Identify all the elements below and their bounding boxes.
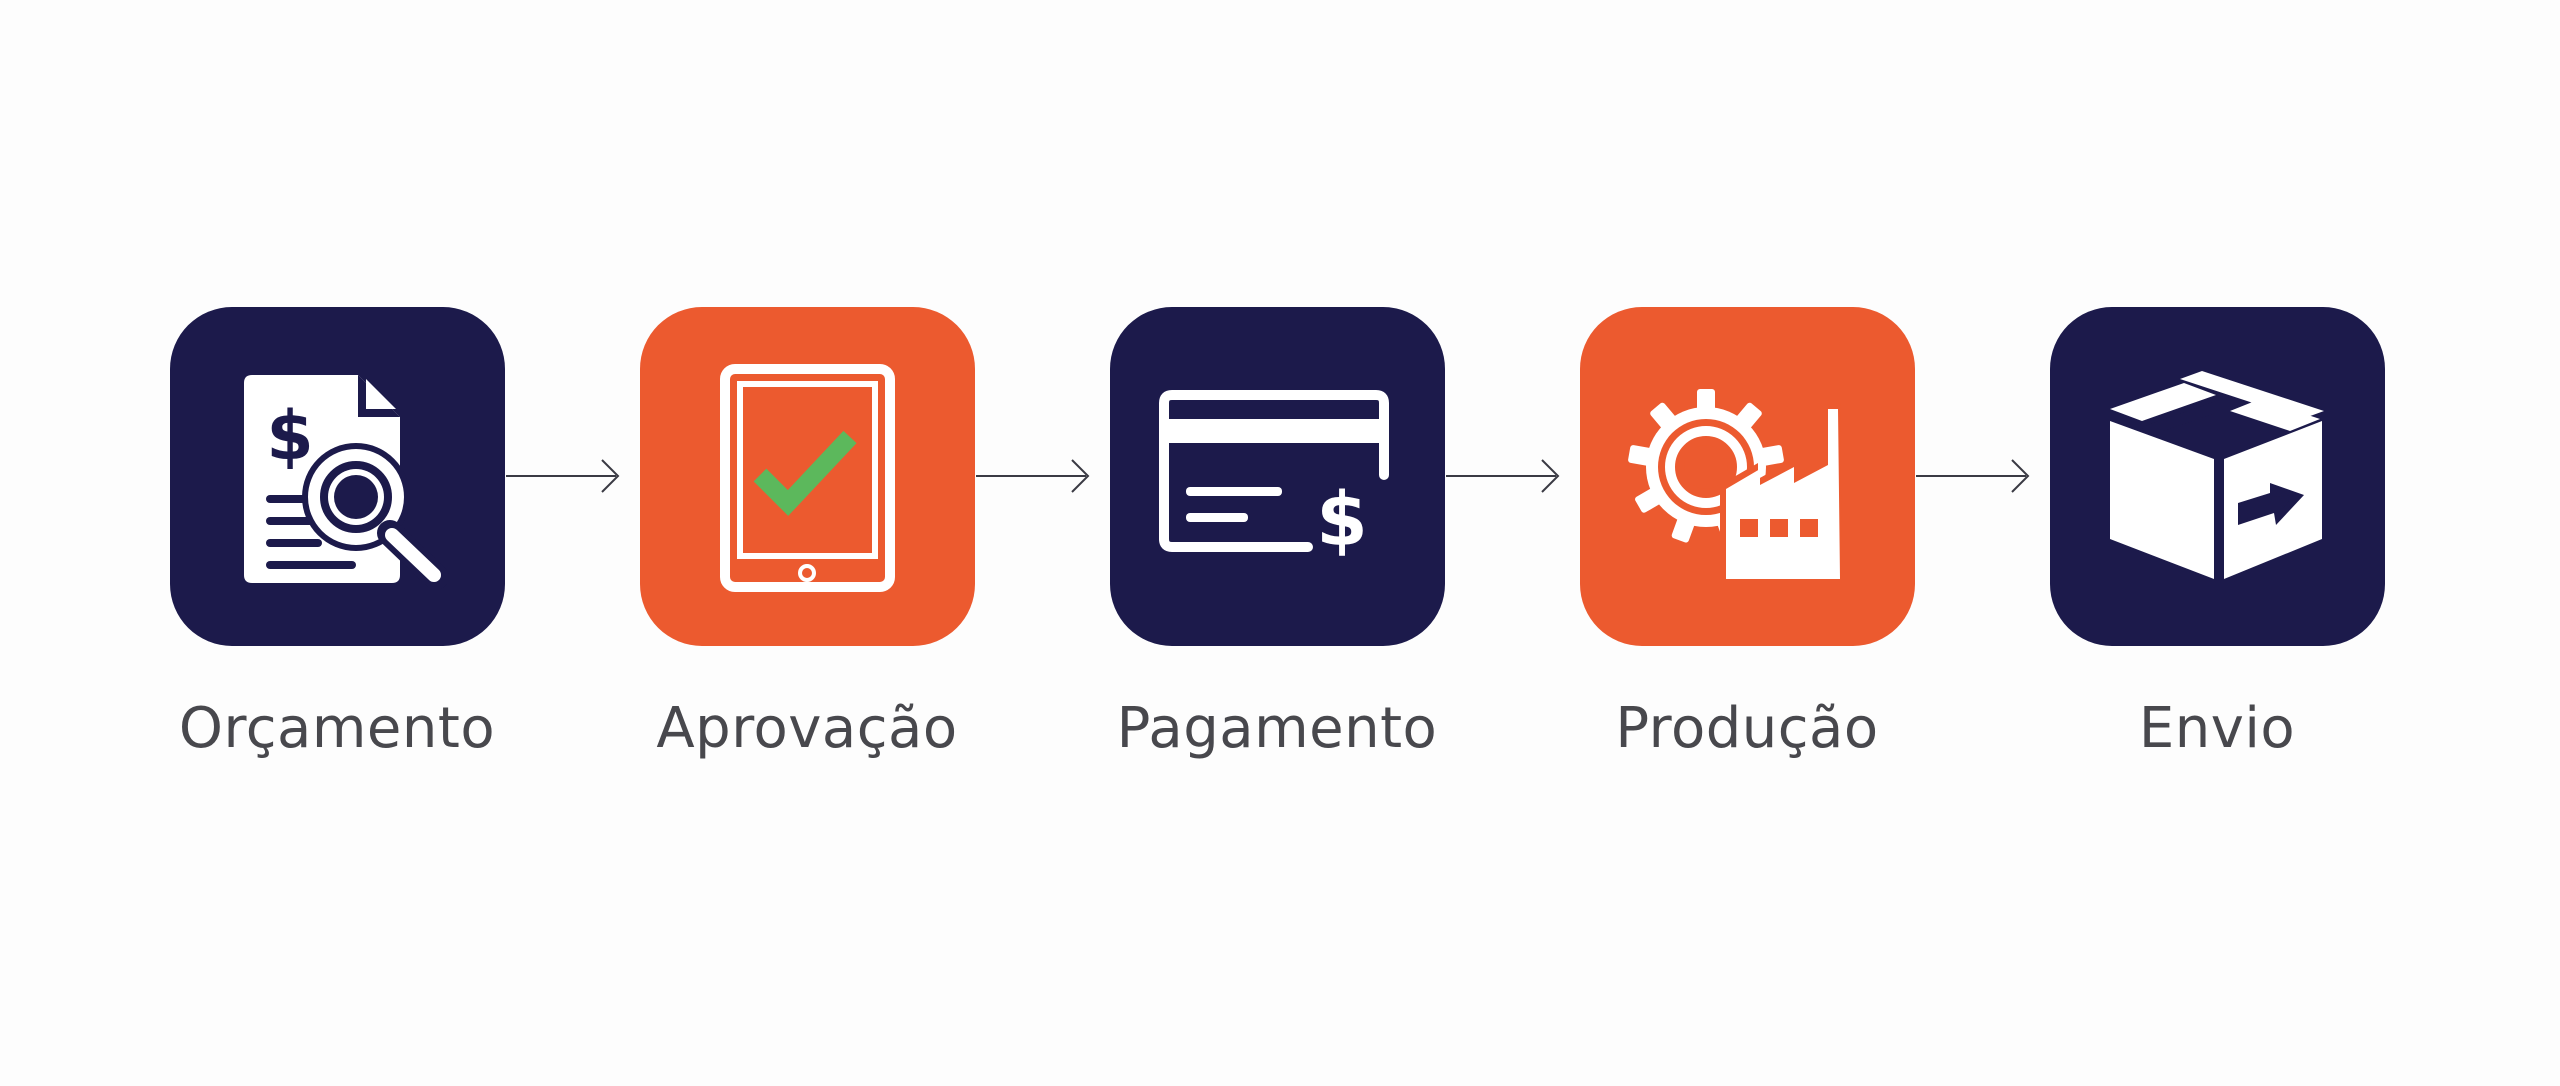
flow-arrow-1 [506,456,620,496]
step-tile-envio [2050,307,2385,646]
step-tile-orcamento: $ [170,307,505,646]
arrow-right-icon [1916,459,2030,493]
step-tile-producao [1580,307,1915,646]
step-tile-aprovacao [640,307,975,646]
step-label-orcamento: Orçamento [178,696,496,761]
factory-gear-icon [1628,389,1842,583]
step-tile-pagamento: $ [1110,307,1445,646]
shipping-box-icon [2110,371,2324,579]
tablet-checkmark-icon [720,364,895,592]
svg-text:$: $ [1316,477,1368,563]
flow-arrow-2 [976,456,1090,496]
step-label-producao: Produção [1615,696,1879,761]
step-label-envio: Envio [2138,696,2296,761]
flow-arrow-4 [1916,456,2030,496]
step-label-pagamento: Pagamento [1116,696,1438,761]
flow-arrow-3 [1446,456,1560,496]
arrow-right-icon [976,459,1090,493]
arrow-right-icon [506,459,620,493]
quote-document-search-icon: $ [244,375,449,590]
svg-text:$: $ [266,397,313,476]
arrow-right-icon [1446,459,1560,493]
credit-card-dollar-icon: $ [1159,390,1389,563]
step-label-aprovacao: Aprovação [656,696,958,761]
